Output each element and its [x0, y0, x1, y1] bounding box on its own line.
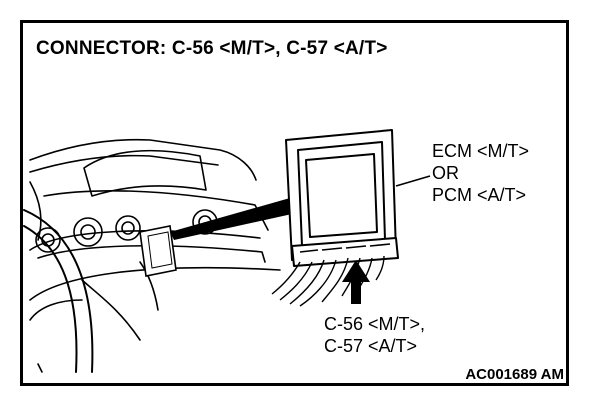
dashboard-drawing [23, 138, 281, 373]
connector-label-line1: C-56 <M/T>, [324, 314, 426, 334]
ecm-label-line2: OR [432, 163, 459, 183]
ecm-unit-drawing [271, 129, 399, 307]
ecm-label-line1: ECM <M/T> [432, 141, 530, 161]
figure-code: AC001689 AM [465, 366, 564, 383]
ecm-label-line3: PCM <A/T> [432, 185, 527, 205]
ecm-leader-line [395, 175, 431, 187]
figure-title: CONNECTOR: C-56 <M/T>, C-57 <A/T> [36, 38, 388, 59]
ecm-label: ECM <M/T> OR PCM <A/T> [432, 140, 529, 206]
connector-label-line2: C-57 <A/T> [324, 336, 418, 356]
connector-label: C-56 <M/T>, C-57 <A/T> [324, 313, 425, 357]
connector-arrow [342, 260, 370, 304]
ecm-location-marker [139, 198, 292, 277]
